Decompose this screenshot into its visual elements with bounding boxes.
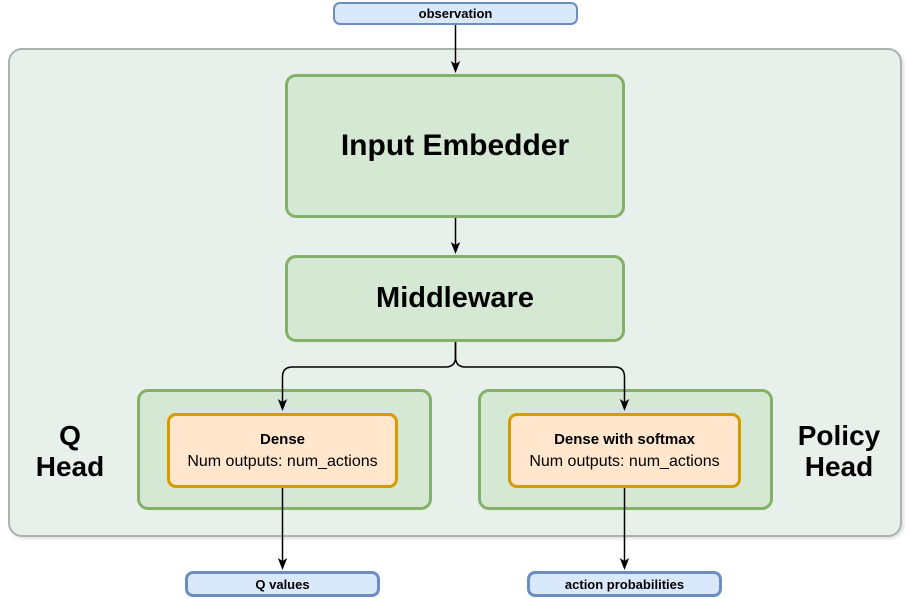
policy-head-label: Policy Head (784, 420, 894, 482)
policy-dense-title: Dense with softmax (554, 430, 695, 448)
observation-label: observation (418, 6, 493, 21)
observation-node: observation (333, 2, 578, 25)
policy-dense-subtitle: Num outputs: num_actions (529, 452, 720, 470)
policy-head-label-line2: Head (804, 451, 874, 482)
action-probabilities-node: action probabilities (527, 571, 722, 597)
action-probabilities-label: action probabilities (564, 576, 685, 592)
q-values-node: Q values (185, 571, 380, 597)
middleware-label: Middleware (376, 282, 534, 314)
policy-head-label-line1: Policy (797, 420, 881, 451)
q-head-label-line1: Q (59, 420, 81, 451)
input-embedder-label: Input Embedder (340, 129, 570, 162)
q-dense-subtitle: Num outputs: num_actions (187, 452, 378, 470)
q-head-label: Q Head (15, 420, 125, 482)
policy-head-dense-node: Dense with softmax Num outputs: num_acti… (508, 413, 741, 488)
q-head-dense-node: Dense Num outputs: num_actions (167, 413, 398, 488)
q-values-label: Q values (255, 576, 310, 592)
input-embedder-node: Input Embedder (285, 74, 625, 218)
middleware-node: Middleware (285, 255, 625, 342)
q-head-label-line2: Head (35, 451, 105, 482)
q-dense-title: Dense (259, 430, 306, 448)
